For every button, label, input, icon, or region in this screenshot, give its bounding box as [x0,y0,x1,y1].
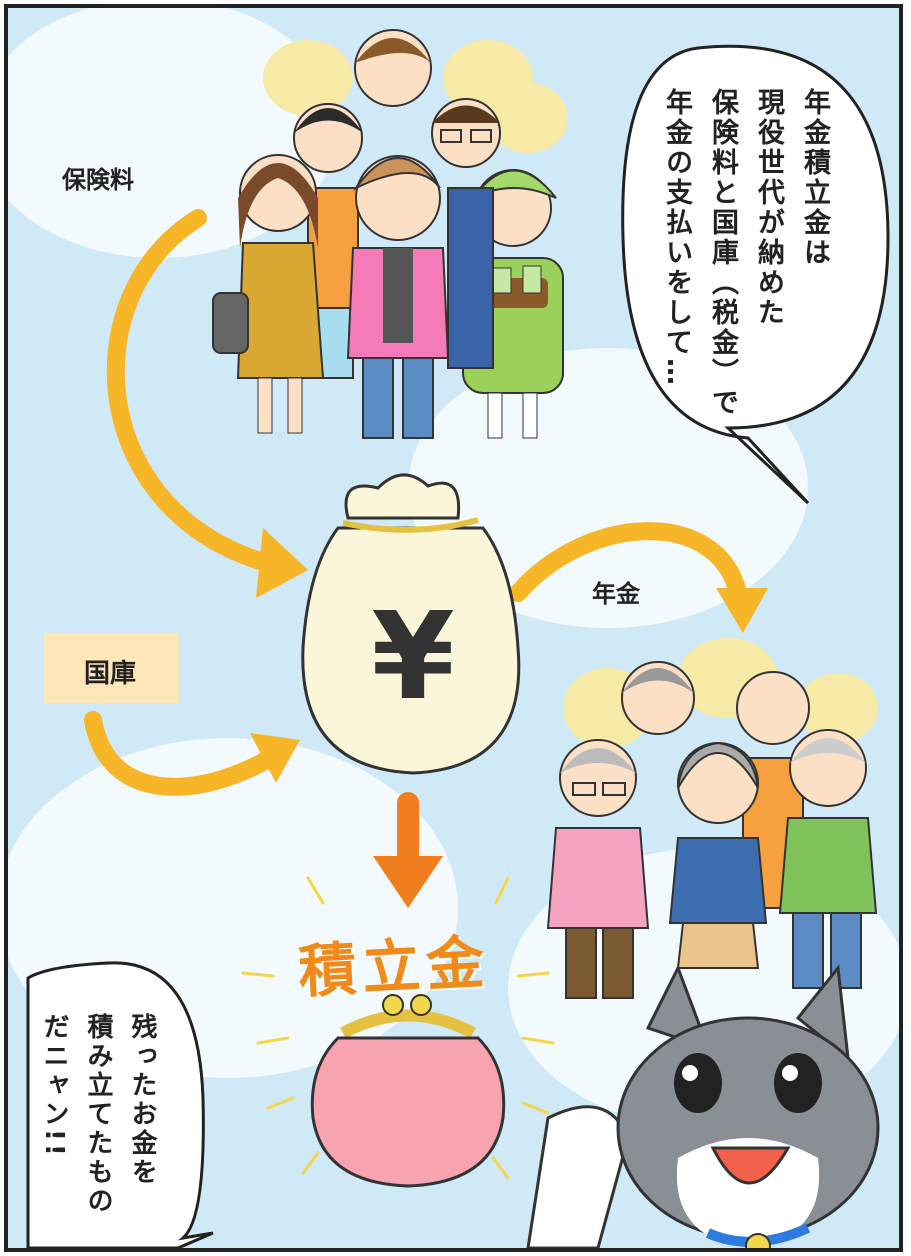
top-bubble-text: 年金積立金は 現役世代が納めた 保険料と国庫（税金）で 年金の支払いをして… [653,88,837,418]
treasury-arrow [84,711,287,796]
pension-arrow-head [716,588,768,633]
bottom-speech-bubble-shape [26,961,214,1248]
elderly-group [546,638,878,999]
premium-label: 保険料 [62,166,134,194]
panel-artwork: ¥ [8,8,899,1248]
premium-arrow [106,209,297,577]
comic-panel: ¥ [4,4,903,1252]
top-bubble-line: 保険料と国庫（税金）で [707,88,738,418]
reserve-arrow-head [373,856,443,908]
treasury-label: 国庫 [84,659,137,689]
cat-mascot-icon [526,964,880,1248]
treasury-arrow-head [250,733,300,783]
money-bag-icon [301,473,521,775]
bottom-bubble-line: 残ったお金を [127,1013,157,1187]
reserve-fund-title: 積立金 [296,928,492,1006]
pension-arrow [509,522,747,602]
pension-label: 年金 [592,580,640,608]
top-bubble-line: 年金の支払いをして… [661,88,692,388]
treasury-label-box [44,633,179,703]
bottom-bubble-line: だニャン!! [39,1013,69,1159]
coin-purse-icon [310,994,506,1188]
sparkle-rays [241,876,555,1180]
premium-arrow-head [256,528,308,598]
bottom-bubble-text: 残ったお金を 積み立てたもの だニャン!! [32,1013,164,1248]
top-speech-bubble-shape [621,44,890,505]
top-bubble-line: 年金積立金は [799,88,830,268]
top-bubble-line: 現役世代が納めた [753,88,784,328]
yen-symbol: ¥ [371,588,455,727]
working-generation-crowd [212,29,568,439]
bottom-bubble-line: 積み立てたもの [83,1013,113,1216]
